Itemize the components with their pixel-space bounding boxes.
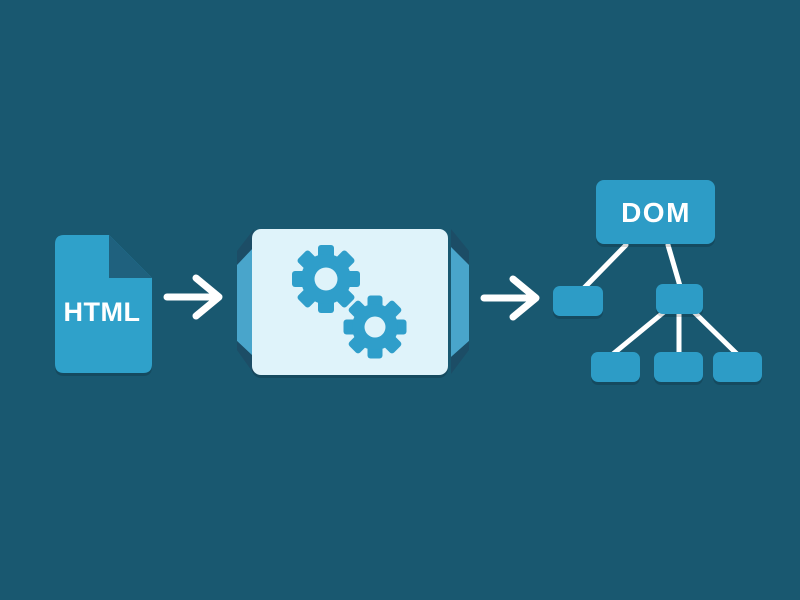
wing-dark-bottom (237, 341, 254, 374)
tree-connector (610, 309, 667, 357)
wing-dark-bottom (451, 341, 469, 374)
tree-connector (691, 309, 740, 357)
node-box (553, 286, 603, 316)
file-fold-corner (109, 235, 152, 278)
html-file-label: HTML (64, 297, 141, 327)
tree-node-leaf-3 (713, 352, 762, 385)
node-box (654, 352, 703, 382)
tree-connector (665, 242, 683, 289)
parser-funnel-left (237, 229, 254, 374)
wing-dark-top (451, 229, 469, 265)
wing-dark-top (237, 229, 254, 265)
tree-node-child-2 (656, 284, 703, 317)
dom-tree-icon: DOM (553, 180, 762, 385)
tree-node-child-1 (553, 286, 603, 319)
node-box (713, 352, 762, 382)
html-file-icon: HTML (55, 235, 152, 376)
gear-hub-hole (364, 316, 386, 338)
dom-root-node: DOM (596, 180, 715, 247)
tree-node-leaf-2 (654, 352, 703, 385)
tree-connector (581, 242, 629, 291)
parser-funnel-right (451, 229, 469, 374)
node-box (596, 180, 715, 244)
arrow-right-icon (480, 275, 540, 321)
wing-face (451, 247, 469, 357)
tree-connectors (581, 242, 740, 357)
tree-node-leaf-1 (591, 352, 640, 385)
node-box (656, 284, 703, 314)
gear-icon-small (343, 295, 407, 359)
gear-icon-large (292, 245, 360, 313)
node-box (591, 352, 640, 382)
arrow-right-icon (163, 274, 223, 320)
gear-hub-hole (314, 267, 338, 291)
dom-root-label: DOM (621, 197, 691, 228)
parser-gears-icon (237, 229, 469, 378)
arrow-shaft-and-head (163, 274, 223, 320)
wing-face (237, 247, 254, 357)
arrow-shaft-and-head (480, 275, 540, 321)
